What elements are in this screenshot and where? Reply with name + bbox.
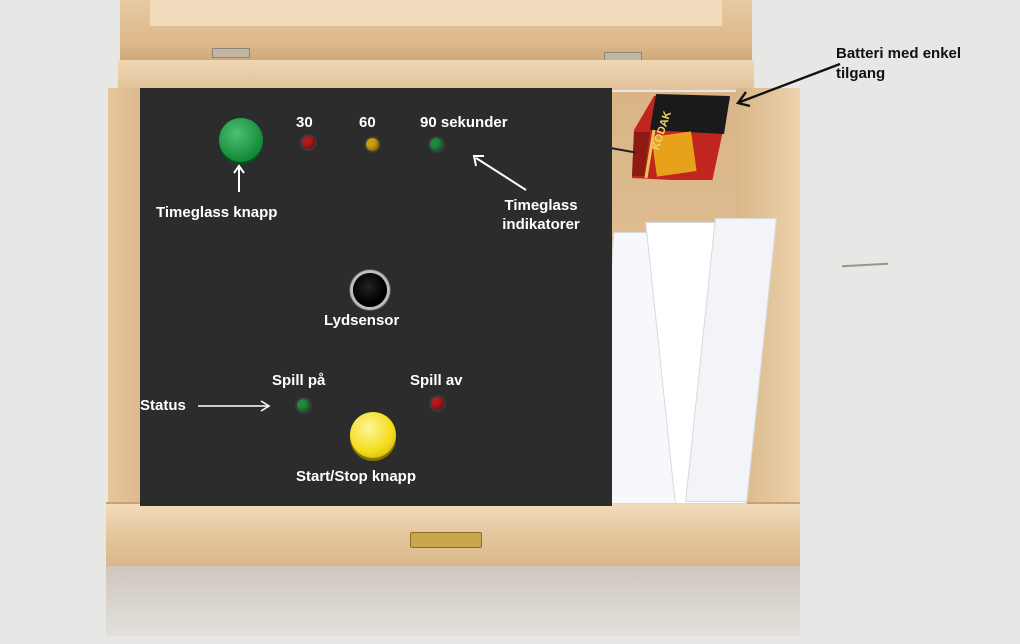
- led-30-red: [302, 136, 315, 149]
- timer-button[interactable]: [219, 118, 263, 162]
- box-back-wall: [118, 60, 754, 90]
- timer-button-label: Timeglass knapp: [156, 204, 278, 221]
- status-label: Status: [140, 397, 186, 414]
- start-stop-label: Start/Stop knapp: [296, 468, 417, 485]
- battery-icon: [632, 94, 730, 180]
- hinge-left: [212, 48, 250, 58]
- led-60-yellow: [366, 138, 379, 151]
- timer-button-arrow-icon: [233, 164, 245, 192]
- led-game-off-red: [431, 397, 444, 410]
- box-lid-inner: [150, 0, 722, 26]
- box-clasp: [410, 532, 482, 548]
- status-arrow-icon: [198, 400, 271, 412]
- led-game-on-green: [297, 399, 310, 412]
- game-off-label: Spill av: [410, 372, 463, 389]
- sound-sensor: [353, 273, 387, 307]
- battery-arrow-icon: [735, 62, 841, 108]
- game-on-label: Spill på: [272, 372, 326, 389]
- timer-indicators-arrow-icon: [472, 155, 527, 191]
- led-90-green: [430, 138, 443, 151]
- sound-sensor-label: Lydsensor: [324, 312, 400, 329]
- table-mark: [841, 262, 889, 268]
- battery-annotation-label: Batteri med enkel tilgang: [836, 45, 962, 82]
- box-shadow: [106, 566, 800, 636]
- start-stop-button[interactable]: [350, 412, 396, 458]
- timer-indicators-label: Timeglass indikatorer: [502, 197, 580, 233]
- timer-60-label: 60: [359, 114, 376, 131]
- timer-30-label: 30: [296, 114, 313, 131]
- timer-90-label: 90 sekunder: [420, 114, 508, 131]
